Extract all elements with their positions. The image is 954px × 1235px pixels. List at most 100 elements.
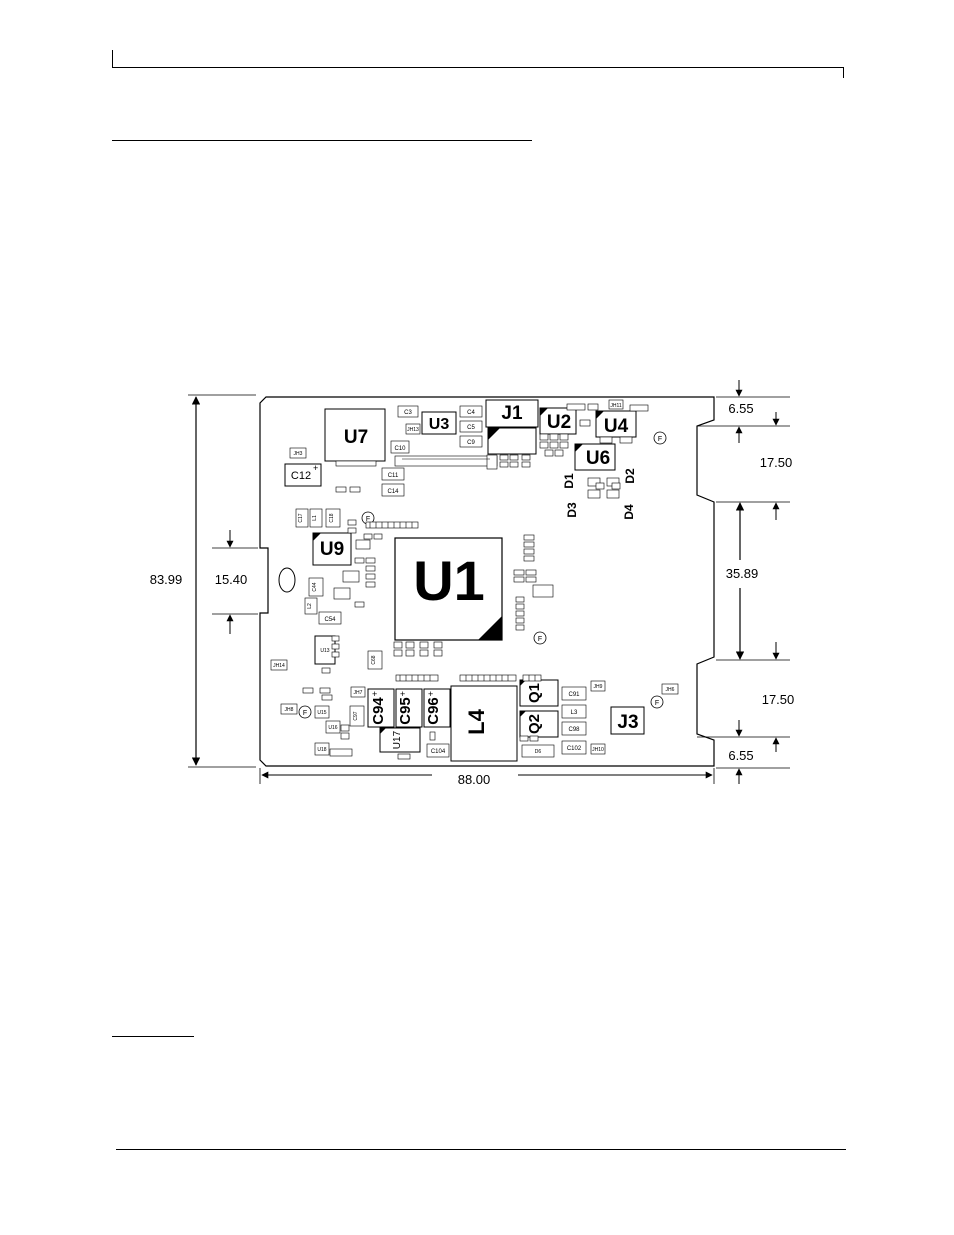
- component-c12: + C12: [285, 463, 321, 486]
- svg-text:L1: L1: [312, 515, 318, 521]
- svg-text:Q1: Q1: [526, 683, 543, 703]
- part-u16: U16: [326, 721, 340, 733]
- component-u6: U6: [575, 444, 615, 470]
- part-c14: C14: [382, 484, 404, 496]
- component-j1: J1: [486, 400, 538, 427]
- svg-text:C97: C97: [353, 711, 359, 720]
- jumper-jh13: JH13: [406, 424, 420, 434]
- part-c17: C17: [296, 509, 308, 527]
- jumper-jh11: JH11: [609, 400, 623, 409]
- svg-text:JH14: JH14: [273, 663, 285, 669]
- part-l2: L2: [305, 598, 317, 614]
- jumper-jh10: JH10: [591, 744, 605, 754]
- svg-text:Q2: Q2: [526, 714, 543, 734]
- jumper-jh8: JH8: [281, 704, 297, 714]
- label-d4: D4: [622, 504, 636, 520]
- svg-text:C3: C3: [404, 410, 412, 416]
- part-l1: L1: [310, 509, 322, 527]
- part-c9: C9: [460, 436, 482, 447]
- part-c5: C5: [460, 421, 482, 432]
- slot-lower-dimension: 17.50: [739, 692, 794, 736]
- svg-text:C5: C5: [467, 425, 475, 431]
- middle-dimension: 35.89: [726, 503, 776, 659]
- svg-text:+: +: [313, 463, 318, 473]
- svg-text:J1: J1: [501, 403, 523, 424]
- svg-text:J3: J3: [617, 712, 638, 733]
- notch-label: 15.40: [215, 572, 248, 587]
- component-u7: U7: [325, 409, 385, 466]
- svg-text:C54: C54: [324, 617, 336, 623]
- part-c11: C11: [382, 468, 404, 480]
- svg-text:JH13: JH13: [407, 427, 419, 433]
- part-c102: C102: [562, 741, 586, 754]
- component-u2: U2: [540, 408, 576, 434]
- label-d1: D1: [562, 473, 576, 489]
- label-d2: D2: [623, 468, 637, 484]
- svg-text:U6: U6: [586, 448, 610, 469]
- edge-top-label: 6.55: [728, 401, 753, 416]
- part-c104: C104: [427, 744, 449, 757]
- part-c3: C3: [398, 406, 418, 417]
- jumper-jh7: JH7: [351, 687, 365, 697]
- component-q1: Q1: [520, 680, 558, 706]
- svg-text:C17: C17: [298, 513, 304, 522]
- svg-text:C10: C10: [394, 446, 406, 452]
- component-c94: + C94: [368, 689, 394, 727]
- svg-text:C91: C91: [568, 692, 580, 698]
- svg-text:C18: C18: [329, 513, 335, 522]
- component-c95: + C95: [396, 689, 422, 727]
- component-u3: U3: [422, 412, 456, 434]
- component-j3: J3: [611, 707, 644, 734]
- svg-text:C96: C96: [425, 697, 442, 725]
- part-u18: U18: [315, 743, 329, 755]
- svg-text:F: F: [303, 710, 307, 717]
- edge-top-dimension: 6.55: [728, 380, 776, 443]
- component-l4: L4: [451, 686, 517, 761]
- svg-text:C9: C9: [467, 440, 475, 446]
- svg-text:C104: C104: [431, 749, 446, 755]
- part-c54: C54: [319, 612, 341, 624]
- svg-text:JH3: JH3: [294, 451, 303, 457]
- svg-text:C102: C102: [567, 746, 582, 752]
- svg-text:D6: D6: [535, 749, 542, 755]
- jumper-jh3: JH3: [290, 448, 306, 458]
- jumper-jh14: JH14: [271, 660, 287, 670]
- jumper-jh9: JH9: [591, 681, 605, 691]
- label-d3: D3: [565, 502, 579, 518]
- notch-dimension: 15.40: [212, 530, 258, 634]
- svg-text:JH7: JH7: [354, 690, 363, 696]
- svg-text:C94: C94: [370, 697, 387, 725]
- slot-upper-dimension: 17.50: [760, 455, 793, 520]
- svg-text:L3: L3: [571, 710, 578, 716]
- svg-text:C12: C12: [291, 470, 311, 482]
- fiducial-4: F: [651, 696, 663, 708]
- svg-text:L2: L2: [307, 603, 313, 609]
- svg-text:C68: C68: [371, 655, 377, 664]
- fiducial-5: F: [299, 706, 311, 718]
- svg-text:U16: U16: [328, 725, 337, 731]
- component-u9: U9: [313, 533, 351, 565]
- part-c10: C10: [391, 441, 409, 453]
- component-j1-body: [488, 428, 536, 454]
- part-c97: C97: [350, 706, 364, 726]
- svg-text:JH11: JH11: [610, 403, 622, 409]
- svg-text:U13: U13: [320, 648, 329, 654]
- part-c68: C68: [368, 651, 382, 669]
- svg-text:C4: C4: [467, 410, 475, 416]
- svg-text:F: F: [655, 700, 659, 707]
- height-label: 83.99: [150, 572, 183, 587]
- width-dimension: 88.00: [260, 768, 714, 787]
- svg-text:U2: U2: [547, 412, 571, 433]
- component-c96: + C96: [424, 689, 450, 727]
- part-c91: C91: [562, 687, 586, 700]
- svg-text:F: F: [538, 636, 542, 643]
- component-q2: Q2: [520, 711, 558, 737]
- part-c18: C18: [326, 509, 340, 527]
- svg-text:C14: C14: [387, 489, 399, 495]
- svg-text:U9: U9: [320, 539, 344, 560]
- part-u15: U15: [315, 706, 329, 718]
- svg-text:L4: L4: [464, 708, 489, 734]
- part-l3: L3: [562, 705, 586, 718]
- edge-bottom-label: 6.55: [728, 748, 753, 763]
